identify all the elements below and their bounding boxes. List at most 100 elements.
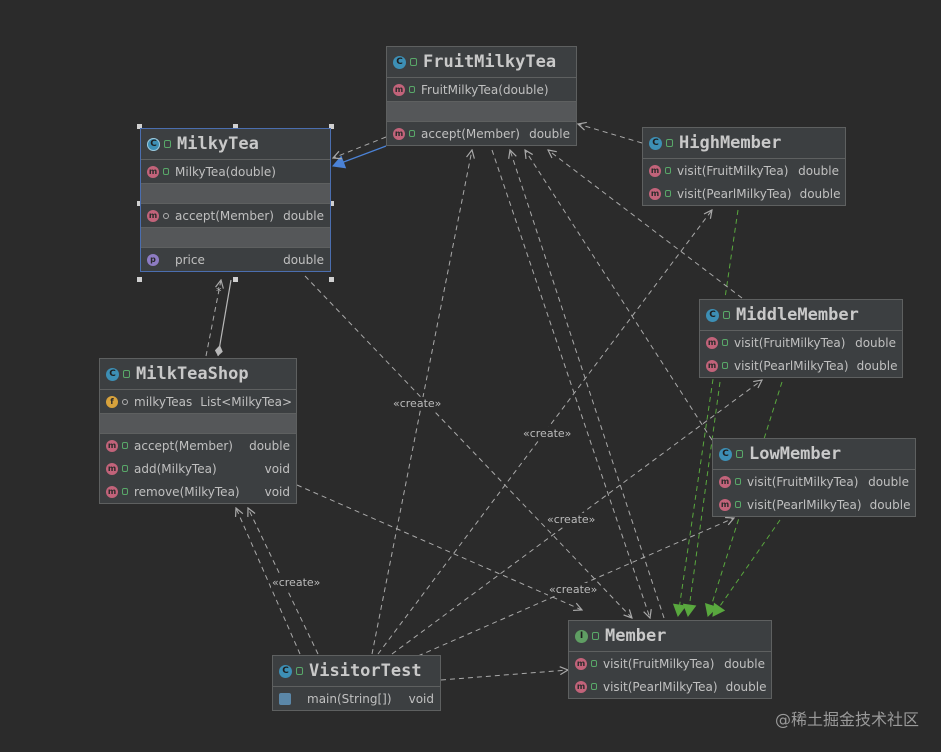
member-row[interactable]: main(String[]) void (273, 687, 440, 710)
realization-low-to-member (712, 519, 781, 617)
selection-handle[interactable] (329, 201, 334, 206)
member-row[interactable]: m visit(PearlMilkyTea) double (700, 354, 902, 377)
dep-high-to-fruit (578, 124, 643, 144)
member-row[interactable]: m remove(MilkyTea) void (100, 480, 296, 503)
class-fruitmilkytea[interactable]: C FruitMilkyTea m FruitMilkyTea(double) … (386, 46, 577, 146)
selection-handle[interactable] (233, 124, 238, 129)
member-row[interactable]: m visit(FruitMilkyTea) double (700, 331, 902, 354)
member-row[interactable]: m MilkyTea(double) (141, 160, 330, 183)
class-milkteashop[interactable]: C MilkTeaShop f milkyTeas List<MilkyTea>… (99, 358, 297, 504)
member-row[interactable]: m visit(FruitMilkyTea) double (643, 159, 845, 182)
class-title: MilkyTea (177, 134, 259, 154)
dependency-fruit-to-milkytea (333, 136, 387, 158)
public-icon (665, 167, 671, 174)
field-icon: f (106, 395, 118, 408)
public-icon (410, 58, 417, 66)
section-divider (141, 183, 330, 204)
method-icon: m (147, 165, 159, 178)
method-icon: m (106, 485, 118, 498)
member-type: double (283, 208, 324, 223)
member-row[interactable]: m accept(Member) double (100, 434, 296, 457)
dep-shop-to-milkytea (205, 280, 221, 357)
class-milkytea[interactable]: C MilkyTea m MilkyTea(double) m accept(M… (140, 128, 331, 272)
public-icon (409, 130, 415, 137)
member-row[interactable]: m accept(Member) double (141, 204, 330, 227)
member-name: milkyTeas (134, 394, 193, 409)
member-name: accept(Member) (421, 126, 520, 141)
member-type: double (799, 186, 841, 201)
public-icon (736, 450, 743, 458)
member-type: double (868, 474, 909, 489)
class-title: Member (605, 626, 667, 646)
class-middlemember[interactable]: C MiddleMember m visit(FruitMilkyTea) do… (699, 299, 903, 378)
public-icon (122, 465, 128, 472)
selection-handle[interactable] (329, 124, 334, 129)
public-icon (296, 667, 303, 675)
method-icon: m (393, 127, 405, 140)
public-icon (735, 478, 741, 485)
section-divider (141, 227, 330, 248)
class-icon: C (719, 447, 732, 461)
section-divider (387, 101, 576, 122)
realization-middle-to-member (682, 381, 721, 618)
abstract-method-icon: m (575, 680, 587, 693)
abstract-method-icon: m (147, 209, 159, 222)
member-type: void (264, 484, 290, 499)
public-icon (735, 501, 741, 508)
member-name: visit(PearlMilkyTea) (734, 358, 849, 373)
package-private-icon (163, 212, 169, 219)
class-header: C FruitMilkyTea (387, 47, 576, 78)
create-label: «create» (522, 427, 573, 440)
member-row[interactable]: m accept(Member) double (387, 122, 576, 145)
member-row[interactable]: m FruitMilkyTea(double) (387, 78, 576, 101)
method-icon: m (106, 439, 118, 452)
public-icon (163, 168, 169, 175)
dep-middle-to-fruit (548, 150, 743, 299)
member-name: visit(FruitMilkyTea) (603, 656, 715, 671)
section-divider (100, 413, 296, 434)
class-header: C MilkyTea (141, 129, 330, 160)
member-type: void (264, 461, 290, 476)
class-header: C VisitorTest (273, 656, 440, 687)
public-icon (665, 190, 671, 197)
member-row[interactable]: m visit(PearlMilkyTea) double (713, 493, 915, 516)
class-lowmember[interactable]: C LowMember m visit(FruitMilkyTea) doubl… (712, 438, 916, 517)
public-icon (123, 370, 130, 378)
member-name: main(String[]) (307, 691, 392, 706)
selection-handle[interactable] (137, 277, 142, 282)
member-row[interactable]: p price double (141, 248, 330, 271)
member-row[interactable]: f milkyTeas List<MilkyTea> (100, 390, 296, 413)
runnable-class-icon: C (279, 664, 292, 678)
create-label: «create» (548, 583, 599, 596)
selection-handle[interactable] (233, 277, 238, 282)
selection-handle[interactable] (329, 277, 334, 282)
class-icon: C (106, 367, 119, 381)
interface-member[interactable]: I Member m visit(FruitMilkyTea) double m… (568, 620, 772, 699)
abstract-class-icon: C (147, 137, 160, 151)
class-highmember[interactable]: C HighMember m visit(FruitMilkyTea) doub… (642, 127, 846, 206)
generalization-fruit-to-milkytea (332, 145, 387, 169)
create-visitor-to-high (377, 210, 712, 655)
member-name: remove(MilkyTea) (134, 484, 240, 499)
selection-handle[interactable] (137, 124, 142, 129)
member-row[interactable]: m visit(FruitMilkyTea) double (713, 470, 915, 493)
member-row[interactable]: m visit(PearlMilkyTea) double (569, 675, 771, 698)
dep-shop-to-member (296, 484, 582, 610)
member-type: double (798, 163, 839, 178)
member-name: add(MilkyTea) (134, 461, 217, 476)
member-type: double (725, 679, 767, 694)
method-icon: m (649, 164, 661, 177)
class-title: MilkTeaShop (136, 364, 249, 384)
package-private-icon (122, 398, 128, 405)
interface-icon: I (575, 629, 588, 643)
selection-handle[interactable] (137, 201, 142, 206)
member-name: visit(PearlMilkyTea) (677, 186, 792, 201)
dep-visitor-to-member (440, 670, 568, 681)
member-row[interactable]: m visit(FruitMilkyTea) double (569, 652, 771, 675)
member-row[interactable]: m visit(PearlMilkyTea) double (643, 182, 845, 205)
method-icon: m (706, 336, 718, 349)
class-visitortest[interactable]: C VisitorTest main(String[]) void (272, 655, 441, 711)
method-icon: m (649, 187, 661, 200)
member-row[interactable]: m add(MilkyTea) void (100, 457, 296, 480)
public-icon (122, 442, 128, 449)
